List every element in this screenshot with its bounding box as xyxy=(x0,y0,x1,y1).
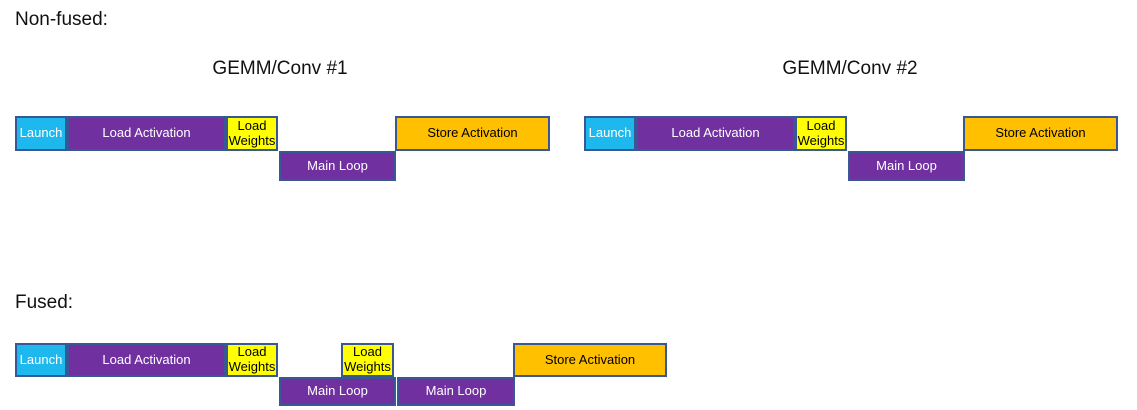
gemm1-main-loop-block: Main Loop xyxy=(279,151,396,181)
gemm1-launch-block: Launch xyxy=(15,116,67,151)
gemm1-store-activation-block: Store Activation xyxy=(395,116,550,151)
gemm2-launch-block: Launch xyxy=(584,116,636,151)
gemm2-load-activation-block: Load Activation xyxy=(636,116,795,151)
gemm1-title: GEMM/Conv #1 xyxy=(212,58,348,79)
fused-store-activation-block: Store Activation xyxy=(513,343,667,377)
gemm2-main-loop-block: Main Loop xyxy=(848,151,965,181)
fused-load-activation-block: Load Activation xyxy=(67,343,226,377)
fused-section-label: Fused: xyxy=(15,292,74,313)
gemm2-store-activation-block: Store Activation xyxy=(963,116,1118,151)
fused-main-loop-2-block: Main Loop xyxy=(397,377,515,406)
fused-main-loop-1-block: Main Loop xyxy=(279,377,396,406)
gemm1-load-weights-block: Load Weights xyxy=(226,116,278,151)
fused-load-weights-2-block: Load Weights xyxy=(341,343,394,377)
gemm2-title: GEMM/Conv #2 xyxy=(782,58,918,79)
gemm2-load-weights-block: Load Weights xyxy=(795,116,847,151)
non-fused-section-label: Non-fused: xyxy=(15,9,108,30)
gemm1-load-activation-block: Load Activation xyxy=(67,116,226,151)
fused-launch-block: Launch xyxy=(15,343,67,377)
fused-load-weights-1-block: Load Weights xyxy=(226,343,278,377)
